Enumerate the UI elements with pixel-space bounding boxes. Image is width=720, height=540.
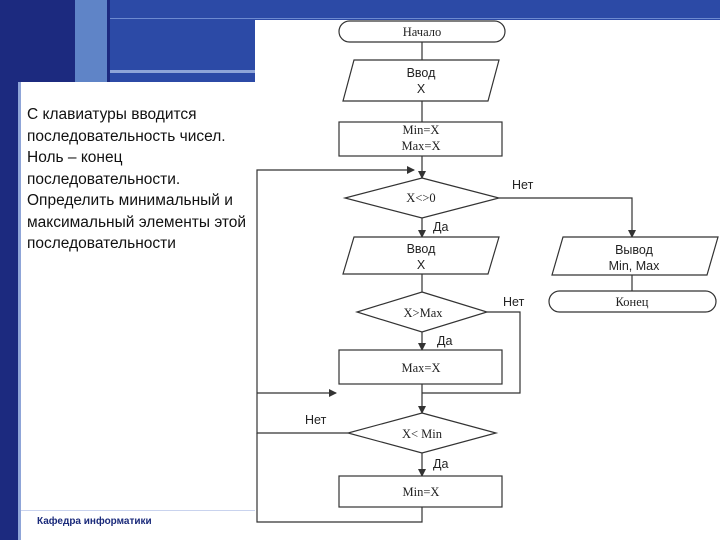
end-terminator: Конец <box>548 290 717 313</box>
cond3-label: X< Min <box>402 427 443 441</box>
input-block-2: Ввод X <box>342 236 500 275</box>
cond3-yes-label: Да <box>433 457 448 471</box>
input2-line2: X <box>417 258 426 272</box>
decision-x-greater-max: X>Max Нет Да <box>354 291 525 348</box>
cond2-label: X>Max <box>404 306 444 320</box>
white-content-area <box>255 20 720 540</box>
assign-min-block: Min=X <box>338 475 503 508</box>
cond1-label: X<>0 <box>406 191 435 205</box>
footer-department: Кафедра информатики <box>37 516 152 527</box>
init-line2: Max=X <box>402 139 441 153</box>
start-label: Начало <box>403 25 442 39</box>
footer-line <box>21 510 255 511</box>
end-label: Конец <box>616 295 649 309</box>
assign-min-label: Min=X <box>403 485 440 499</box>
header-thin-line <box>110 18 720 19</box>
cond3-no-label: Нет <box>305 413 327 427</box>
input1-line2: X <box>417 82 426 96</box>
assign-max-label: Max=X <box>402 361 441 375</box>
start-terminator: Начало <box>338 20 506 43</box>
decision-x-less-min: X< Min Нет Да <box>305 412 499 471</box>
output-block: Вывод Min, Max <box>551 236 719 276</box>
init-block: Min=X Max=X <box>338 121 503 157</box>
output-line2: Min, Max <box>609 259 660 273</box>
decision-x-not-zero: X<>0 Нет Да <box>342 177 534 234</box>
cond2-no-label: Нет <box>503 295 525 309</box>
header-underline <box>110 70 255 73</box>
assign-max-block: Max=X <box>338 349 503 385</box>
input1-line1: Ввод <box>407 66 437 80</box>
init-line1: Min=X <box>403 123 440 137</box>
connectors <box>256 42 636 523</box>
cond1-yes-label: Да <box>433 220 448 234</box>
cond2-yes-label: Да <box>437 334 452 348</box>
cond1-no-label: Нет <box>512 178 534 192</box>
header-light-stripe <box>75 0 107 82</box>
left-light-stripe <box>18 82 21 540</box>
output-line1: Вывод <box>615 243 653 257</box>
task-description: С клавиатуры вводится последовательность… <box>27 106 247 252</box>
input2-line1: Ввод <box>407 242 437 256</box>
left-dark-bar <box>0 82 18 540</box>
input-block-1: Ввод X <box>342 59 500 102</box>
